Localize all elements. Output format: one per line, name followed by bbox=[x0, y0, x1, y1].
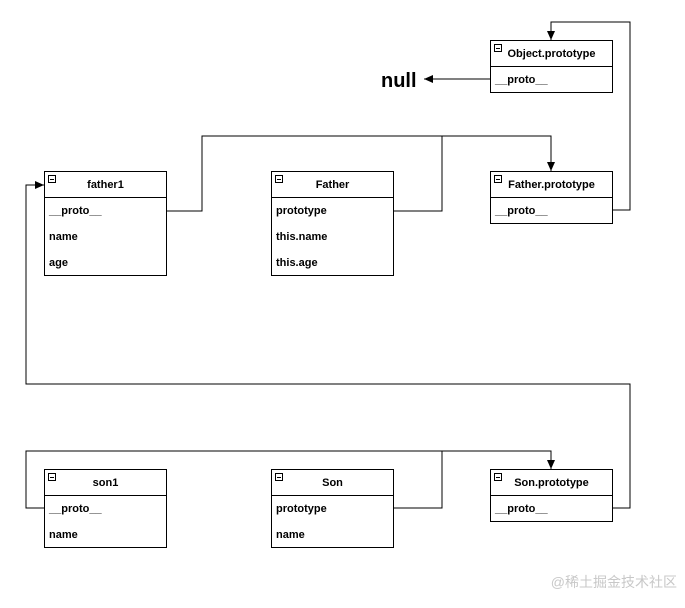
collapse-icon[interactable] bbox=[494, 473, 502, 481]
son-box[interactable]: Son prototype name bbox=[271, 469, 394, 548]
father1-box[interactable]: father1 __proto__ name age bbox=[44, 171, 167, 276]
object-prototype-field-proto: __proto__ bbox=[495, 74, 548, 86]
son-field-name: name bbox=[276, 529, 305, 541]
son-prototype-header: Son.prototype bbox=[491, 470, 612, 496]
collapse-icon[interactable] bbox=[48, 175, 56, 183]
object-prototype-box[interactable]: Object.prototype __proto__ bbox=[490, 40, 613, 93]
father1-header: father1 bbox=[45, 172, 166, 198]
collapse-icon[interactable] bbox=[494, 44, 502, 52]
son-field-prototype: prototype bbox=[276, 503, 327, 515]
father-title: Father bbox=[315, 179, 350, 191]
son1-title: son1 bbox=[92, 477, 119, 489]
collapse-icon[interactable] bbox=[275, 175, 283, 183]
son1-field-name: name bbox=[49, 529, 78, 541]
object-prototype-header: Object.prototype bbox=[491, 41, 612, 67]
father1-field-age: age bbox=[49, 257, 68, 269]
father-header: Father bbox=[272, 172, 393, 198]
father1-title: father1 bbox=[87, 179, 124, 191]
son-header: Son bbox=[272, 470, 393, 496]
collapse-icon[interactable] bbox=[275, 473, 283, 481]
son-prototype-field-proto: __proto__ bbox=[495, 503, 548, 515]
connector-father-prototype-link bbox=[394, 136, 443, 212]
son1-field-proto: __proto__ bbox=[49, 503, 102, 515]
connector-son1-proto-to-son-prototype bbox=[25, 450, 555, 509]
father-field-prototype: prototype bbox=[276, 205, 327, 217]
null-label: null bbox=[381, 70, 417, 92]
father-field-this-age: this.age bbox=[276, 257, 318, 269]
son1-box[interactable]: son1 __proto__ name bbox=[44, 469, 167, 548]
father-box[interactable]: Father prototype this.name this.age bbox=[271, 171, 394, 276]
collapse-icon[interactable] bbox=[494, 175, 502, 183]
connector-son-prototype-link bbox=[394, 451, 443, 509]
father-prototype-field-proto: __proto__ bbox=[495, 205, 548, 217]
father-field-this-name: this.name bbox=[276, 231, 328, 243]
watermark: @稀土掘金技术社区 bbox=[550, 574, 677, 590]
son-prototype-title: Son.prototype bbox=[514, 477, 589, 489]
father1-field-proto: __proto__ bbox=[49, 205, 102, 217]
father-prototype-box[interactable]: Father.prototype __proto__ bbox=[490, 171, 613, 224]
son-title: Son bbox=[322, 477, 343, 489]
son1-header: son1 bbox=[45, 470, 166, 496]
father-prototype-title: Father.prototype bbox=[508, 179, 595, 191]
father-prototype-header: Father.prototype bbox=[491, 172, 612, 198]
son-prototype-box[interactable]: Son.prototype __proto__ bbox=[490, 469, 613, 522]
connector-son-prototype-to-father1 bbox=[25, 181, 631, 509]
connector-father-prototype-to-object-prototype bbox=[547, 21, 631, 211]
father1-field-name: name bbox=[49, 231, 78, 243]
collapse-icon[interactable] bbox=[48, 473, 56, 481]
connector-father1-proto-to-father-prototype bbox=[166, 135, 555, 212]
object-prototype-title: Object.prototype bbox=[507, 48, 596, 60]
